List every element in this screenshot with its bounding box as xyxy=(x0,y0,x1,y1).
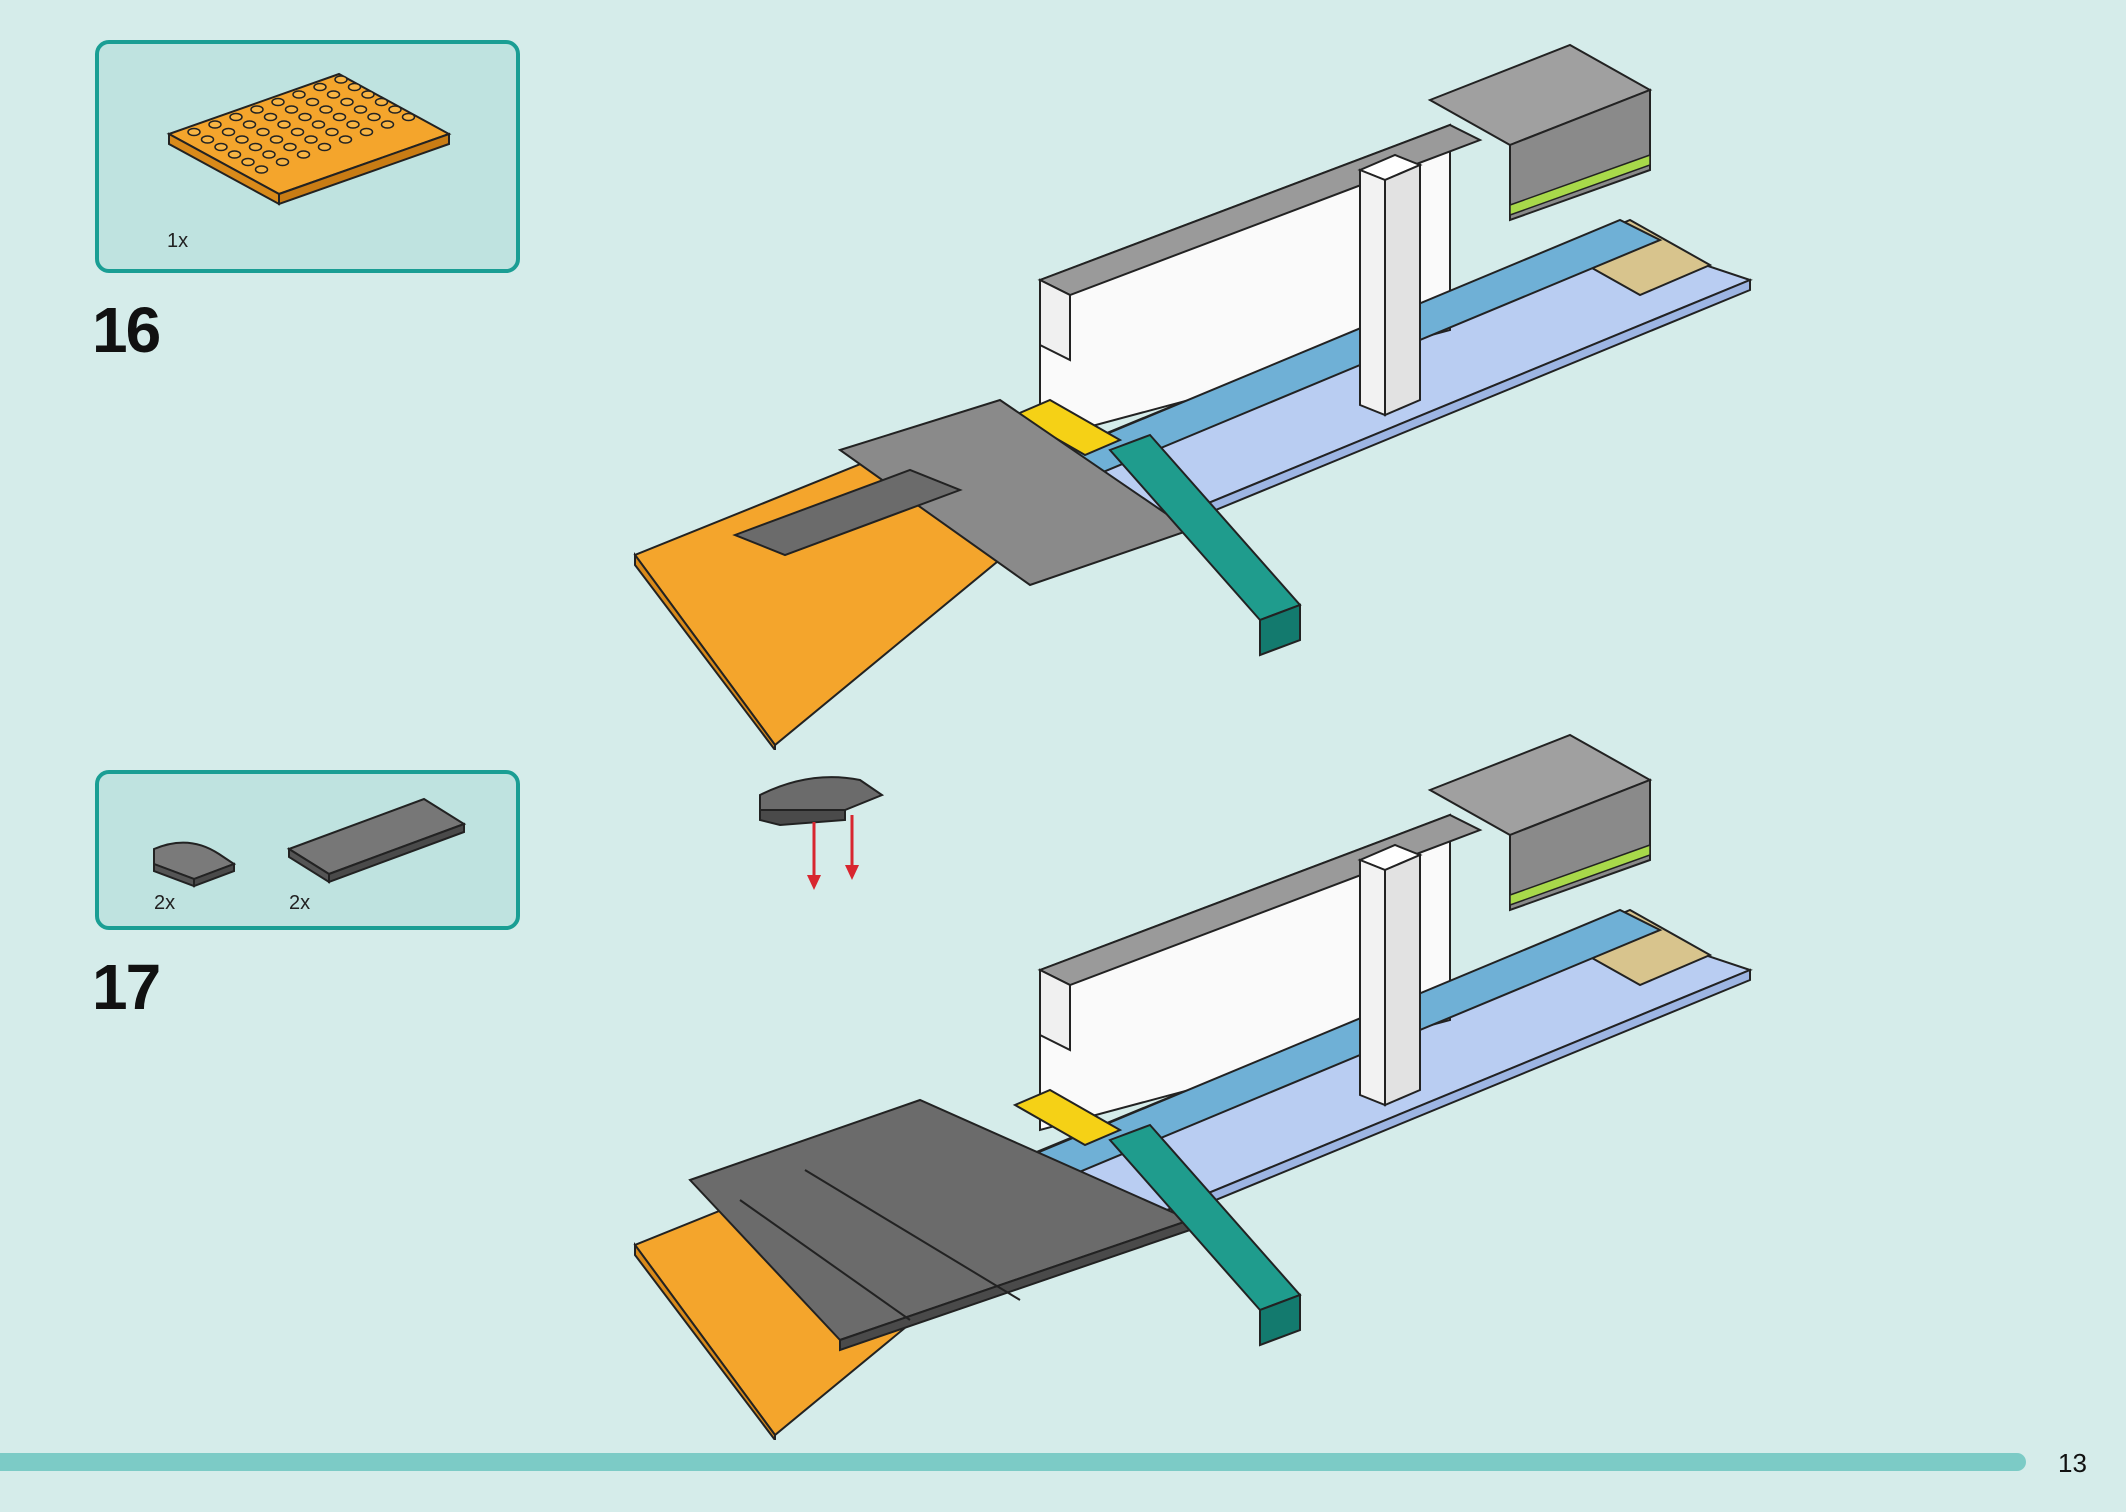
plate-stud xyxy=(340,97,354,107)
plate-stud xyxy=(346,120,360,129)
plate-stud xyxy=(235,135,249,144)
plate-stud xyxy=(208,120,222,129)
dark-grey-tile-icon xyxy=(286,797,467,884)
plate-stud xyxy=(269,135,284,144)
plate-stud xyxy=(334,75,348,84)
plate-stud xyxy=(200,135,215,144)
plate-stud xyxy=(353,105,368,114)
plate-stud xyxy=(283,142,297,152)
plate-stud xyxy=(214,142,228,152)
plate-stud xyxy=(290,127,305,137)
parts-list-box-step-17: 2x 2x xyxy=(95,770,520,930)
part-quantity: 1x xyxy=(167,230,189,252)
plate-stud xyxy=(361,90,375,99)
plate-stud xyxy=(367,112,381,122)
page-number: 13 xyxy=(2058,1448,2087,1478)
plate-stud xyxy=(338,135,353,144)
plate-stud xyxy=(332,112,347,122)
plate-stud xyxy=(347,82,362,92)
dark-grey-curved-slope-icon xyxy=(759,776,885,827)
placement-arrow-icon xyxy=(807,815,859,890)
plate-stud xyxy=(227,150,242,159)
plate-stud xyxy=(187,127,201,137)
plate-stud xyxy=(262,150,276,159)
plate-stud xyxy=(359,127,374,137)
plate-stud xyxy=(317,142,332,152)
plate-stud xyxy=(401,112,416,122)
part-quantity: 2x xyxy=(289,892,311,914)
dark-grey-curved-slope-icon xyxy=(153,841,237,888)
plate-stud xyxy=(388,105,402,114)
page-progress-bar xyxy=(0,1453,2026,1471)
plate-stud xyxy=(277,120,291,129)
plate-stud xyxy=(242,120,257,129)
step-number: 17 xyxy=(92,951,161,1023)
parts-list-box-step-16: 1x xyxy=(95,40,520,273)
plate-stud xyxy=(304,135,318,144)
plate-stud xyxy=(298,112,312,122)
part-quantity: 2x xyxy=(154,892,176,914)
model-assembly xyxy=(633,43,1753,750)
plate-stud xyxy=(241,157,255,167)
plate-stud xyxy=(292,90,306,99)
plate-stud xyxy=(221,127,236,137)
plate-stud xyxy=(263,112,278,122)
plate-stud xyxy=(313,82,327,92)
orange-plate-6x8-icon xyxy=(166,72,452,206)
plate-stud xyxy=(271,97,285,107)
plate-stud xyxy=(284,105,299,114)
step-number: 16 xyxy=(92,294,161,366)
plate-stud xyxy=(229,112,243,122)
plate-stud xyxy=(380,120,395,129)
plate-stud xyxy=(296,150,311,159)
model-illustration-step-17 xyxy=(633,733,1753,1440)
plate-stud xyxy=(254,165,269,174)
plate-stud xyxy=(248,142,263,152)
plate-stud xyxy=(311,120,326,129)
plate-stud xyxy=(326,90,341,99)
model-assembly xyxy=(633,733,1753,1440)
plate-stud xyxy=(305,97,320,107)
plate-stud xyxy=(256,127,270,137)
plate-stud xyxy=(275,157,290,167)
plate-stud xyxy=(374,97,389,107)
plate-stud xyxy=(250,105,264,114)
model-illustration-step-16 xyxy=(633,43,1753,750)
plate-stud xyxy=(319,105,333,114)
plate-stud xyxy=(325,127,339,137)
